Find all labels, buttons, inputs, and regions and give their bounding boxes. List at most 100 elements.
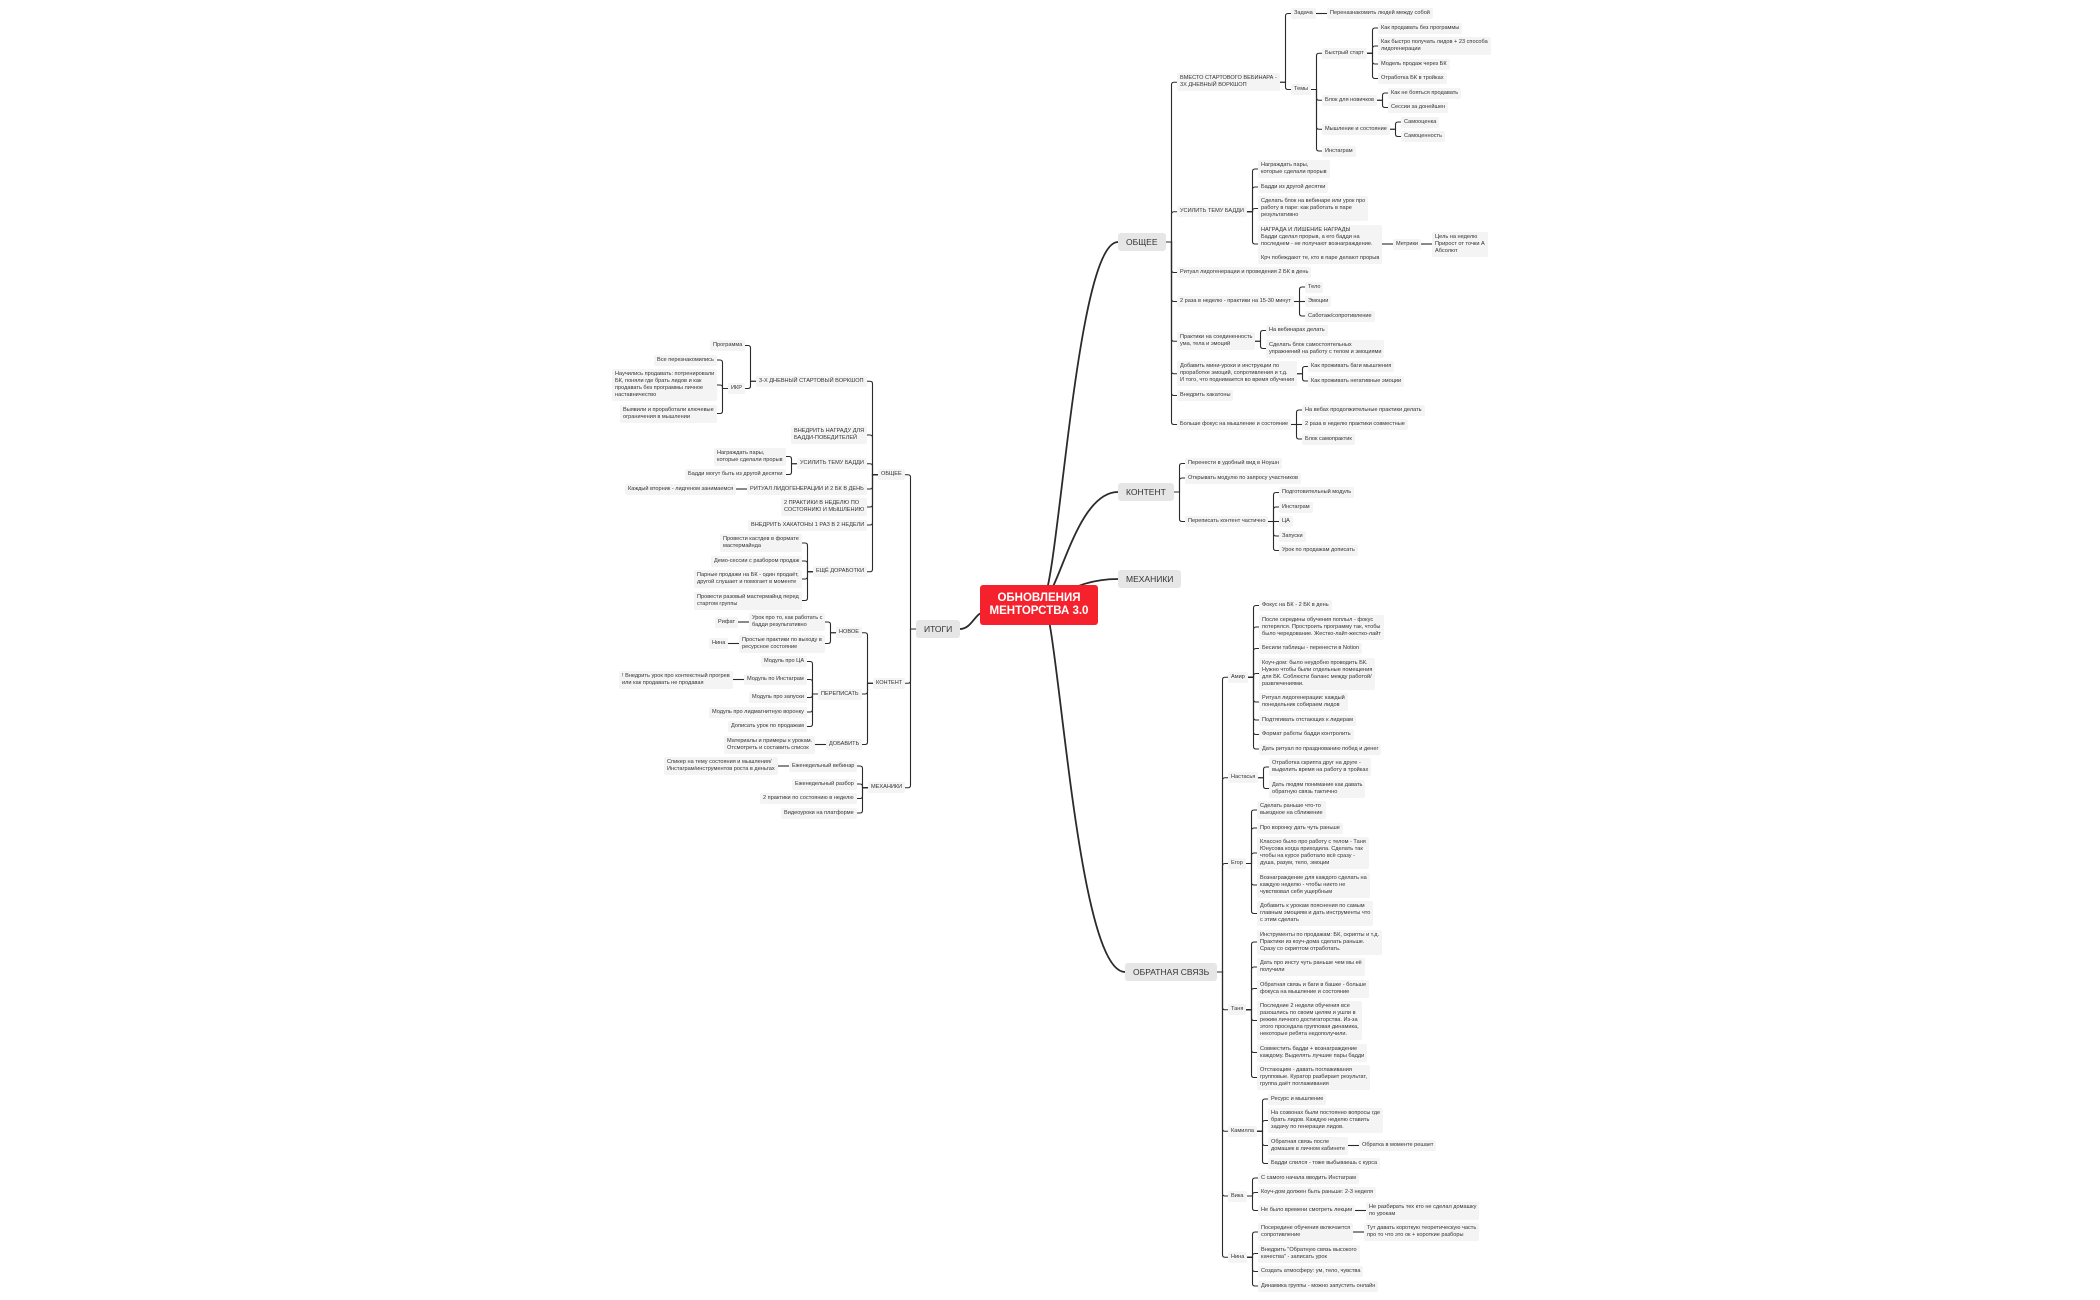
topic-награждать-пары[interactable]: Награждать пары, которые сделали прорыв <box>1258 160 1330 178</box>
topic-нина[interactable]: Нина <box>1228 1251 1248 1263</box>
topic-практики-на-соединенность[interactable]: Практики на соединенность ума, тела и эм… <box>1177 332 1256 351</box>
topic-открывать-модулю-по-запросу-уч[interactable]: Открывать модулю по запросу участников <box>1185 472 1301 484</box>
topic-научились-продавать-потрениров[interactable]: Научились продавать: потренировали БК, п… <box>612 369 718 401</box>
topic-добавить[interactable]: ДОБАВИТЬ <box>826 739 863 750</box>
topic-контент[interactable]: КОНТЕНТ <box>873 677 906 689</box>
topic-бадди-слился-тоже-выбываешь-с-[interactable]: Бадди слился - тоже выбываешь с курса <box>1268 1158 1381 1169</box>
topic-вика[interactable]: Вика <box>1228 1190 1247 1202</box>
branch-обратная-связь[interactable]: ОБРАТНАЯ СВЯЗЬ <box>1125 963 1218 981</box>
topic-камилла[interactable]: Камилла <box>1228 1125 1257 1137</box>
topic-добавить-мини-уроки-и-инструкц[interactable]: Добавить мини-уроки и инструкции по прор… <box>1177 361 1298 387</box>
topic-обратная-связь-и-баги-в-башке-[interactable]: Обратная связь и баги в башке - больше ф… <box>1257 979 1370 998</box>
topic-сделать-блок-на-вебинаре-или-у[interactable]: Сделать блок на вебинаре или урок про ра… <box>1258 196 1369 221</box>
topic-как-быстро-получать-лидов-23-с[interactable]: Как быстро получать лидов + 23 способа л… <box>1378 37 1491 55</box>
topic-подготовительный-модуль[interactable]: Подготовительный модуль <box>1279 487 1355 498</box>
topic-таня[interactable]: Таня <box>1228 1004 1247 1016</box>
topic-отстающим-давать-поглаживания[interactable]: Отстающим - давать поглаживания групповы… <box>1257 1065 1370 1090</box>
branch-итоги[interactable]: ИТОГИ <box>916 620 961 638</box>
topic-2-практики-по-состоянию-в-неде[interactable]: 2 практики по состоянию в неделю <box>760 793 857 804</box>
topic-больше-фокус-на-мышление-и-сос[interactable]: Больше фокус на мышление и состояние <box>1177 419 1292 430</box>
topic-дать-людям-понимание-как-дават[interactable]: Дать людям понимание как давать обратную… <box>1269 779 1366 798</box>
topic-тут-давать-короткую-теоретичес[interactable]: Тут давать короткую теоретическую часть … <box>1364 1223 1480 1241</box>
topic-дать-про-инсту-чуть-раньше-чем[interactable]: Дать про инсту чуть раньше чем мы её пол… <box>1257 958 1365 976</box>
topic-создать-атмосферу-ум-тело-чувс[interactable]: Создать атмосферу: ум, тело, чувства <box>1258 1266 1364 1277</box>
topic-метрики[interactable]: Метрики <box>1393 238 1422 250</box>
topic-внедрить-урок-про-контекстный-[interactable]: ! Внедрить урок про контекстный прогрев … <box>619 670 733 689</box>
topic-программа[interactable]: Программа <box>710 340 746 351</box>
topic-внедрить-награду-для[interactable]: ВНЕДРИТЬ НАГРАДУ ДЛЯ БАДДИ-ПОБЕДИТЕЛЕЙ <box>791 426 868 444</box>
topic-модель-продаж-через-бк[interactable]: Модель продаж через БК <box>1378 58 1450 70</box>
topic-награда-и-лишение-награды[interactable]: НАГРАДА И ЛИШЕНИЕ НАГРАДЫ Бадди сделал п… <box>1258 224 1383 264</box>
topic-парные-продажи-на-бк-один-прод[interactable]: Парные продажи на БК - один продаёт, дру… <box>694 570 802 588</box>
topic-добавить-к-урокам-пояснения-по[interactable]: Добавить к урокам пояснения по самым гла… <box>1257 901 1374 926</box>
topic-материалы-и-примеры-к-урокам[interactable]: Материалы и примеры к урокам. Отсмотреть… <box>724 735 816 754</box>
topic-внедрить-обратную-связь-высоко[interactable]: Внедрить "Обратную связь высокого качест… <box>1258 1244 1360 1263</box>
topic-сессии-за-донейшен[interactable]: Сессии за донейшен <box>1388 102 1449 113</box>
topic-ещё-доработки[interactable]: ЕЩЁ ДОРАБОТКИ <box>813 566 868 578</box>
topic-динамика-группы-можно-запустит[interactable]: Динамика группы - можно запустить онлайн <box>1258 1280 1379 1292</box>
topic-ресурс-и-мышление[interactable]: Ресурс и мышление <box>1268 1093 1327 1105</box>
topic-как-не-бояться-продавать[interactable]: Как не бояться продавать <box>1388 87 1462 99</box>
topic-усилить-тему-бадди[interactable]: УСИЛИТЬ ТЕМУ БАДДИ <box>797 458 867 470</box>
topic-награждать-пары[interactable]: Награждать пары, которые сделали прорыв <box>714 447 786 466</box>
topic-настасья[interactable]: Настасья <box>1228 772 1259 784</box>
topic-ритуал-лидогенерации-и-2-бк-в-[interactable]: РИТУАЛ ЛИДОГЕНЕРАЦИИ И 2 БК В ДЕНЬ <box>747 483 867 495</box>
topic-икр[interactable]: ИКР <box>728 383 746 394</box>
topic-видеоуроки-на-платформе[interactable]: Видеоуроки на платформе <box>781 807 857 819</box>
topic-спикер-на-тему-состояния-и-мыш[interactable]: Спикер на тему состояния и мышления/ Инс… <box>664 757 778 775</box>
topic-ца[interactable]: ЦА <box>1279 516 1293 527</box>
topic-последние-2-недели-обучения-вс[interactable]: Последние 2 недели обучения все разошлис… <box>1257 1001 1362 1040</box>
topic-быстрый-старт[interactable]: Быстрый старт <box>1322 47 1367 59</box>
topic-темы[interactable]: Темы <box>1291 84 1312 95</box>
topic-отработка-скрипта-друг-на-друг[interactable]: Отработка скрипта друг на друге - выдели… <box>1269 758 1372 776</box>
topic-не-было-времени-смотреть-лекци[interactable]: Не было времени смотреть лекции <box>1258 1205 1356 1216</box>
topic-2-раза-в-неделю-практики-совме[interactable]: 2 раза в неделю практики совместные <box>1302 419 1408 430</box>
topic-посередине-обучения-включается[interactable]: Посередине обучения включается сопротивл… <box>1258 1223 1354 1241</box>
topic-фокус-на-бк-2-бк-в-день[interactable]: Фокус на БК - 2 БК в день <box>1259 600 1332 611</box>
topic-перенести-в-удобный-вид-в-ноуш[interactable]: Перенести в удобный вид в Ноушн <box>1185 458 1282 469</box>
topic-ритуал-лидогенерации-каждый[interactable]: Ритуал лидогенерации: каждый понедельник… <box>1259 693 1348 711</box>
topic-бадди-из-другой-десятки[interactable]: Бадди из другой десятки <box>1258 181 1329 193</box>
topic-на-вебинарах-делать[interactable]: На вебинарах делать <box>1266 325 1328 336</box>
topic-еженедельный-вебинар[interactable]: Еженедельный вебинар <box>789 760 858 772</box>
topic-дать-ритуал-по-празднованию-по[interactable]: Дать ритуал по празднованию побед и дене… <box>1259 743 1382 755</box>
branch-механики[interactable]: МЕХАНИКИ <box>1118 570 1182 588</box>
branch-общее[interactable]: ОБЩЕЕ <box>1118 233 1166 251</box>
topic-обратка-в-моменте-решает[interactable]: Обратка в моменте решает <box>1359 1140 1437 1151</box>
topic-отработка-бк-в-тройках[interactable]: Отработка БК в тройках <box>1378 73 1447 84</box>
topic-подтягивать-отстающих-к-лидера[interactable]: Подтягивать отстающих к лидерам <box>1259 714 1356 726</box>
topic-нина[interactable]: Нина <box>709 638 729 649</box>
topic-урок-про-то-как-работать-с[interactable]: Урок про то, как работать с бадди резуль… <box>749 613 826 631</box>
topic-вместо-стартового-вебинара[interactable]: ВМЕСТО СТАРТОВОГО ВЕБИНАРА - 3Х ДНЕВНЫЙ … <box>1177 73 1280 92</box>
topic-инстаграм[interactable]: Инстаграм <box>1279 501 1313 513</box>
topic-задача[interactable]: Задача <box>1291 8 1316 19</box>
topic-модуль-по-инстаграм[interactable]: Модуль по Инстаграм <box>744 674 807 685</box>
topic-обратная-связь-после[interactable]: Обратная связь после домашек в личном ка… <box>1268 1136 1348 1155</box>
topic-на-вебах-продолжительные-практ[interactable]: На вебах продолжительные практики делать <box>1302 404 1425 416</box>
topic-ритуал-лидогенерации-и-проведе[interactable]: Ритуал лидогенерации и проведения 2 БК в… <box>1177 267 1312 278</box>
topic-коуч-дом-было-неудобно-проводи[interactable]: Коуч-дом: было неудобно проводить БК. Ну… <box>1259 657 1376 690</box>
topic-механики[interactable]: МЕХАНИКИ <box>868 782 906 794</box>
topic-все-перезнакомились[interactable]: Все перезнакомились <box>654 354 717 366</box>
topic-переназнакомить-людей-между-со[interactable]: Переназнакомить людей между собой <box>1327 8 1433 19</box>
topic-демо-сессии-с-разбором-продаж[interactable]: Демо-сессии с разбором продаж <box>711 555 803 567</box>
topic-вознаграждение-для-каждого-сде[interactable]: Вознаграждение для каждого сделать на ка… <box>1257 872 1370 898</box>
topic-амир[interactable]: Амир <box>1228 671 1248 683</box>
topic-саботаж-сопротивление[interactable]: Саботаж/сопротивление <box>1305 310 1375 322</box>
topic-не-разбирать-тех-кто-не-сделал[interactable]: Не разбирать тех кто не сделал домашку п… <box>1366 1201 1480 1220</box>
topic-2-раза-в-неделю-практики-на-15[interactable]: 2 раза в неделю - практики на 15-30 мину… <box>1177 296 1294 307</box>
topic-провести-кастдев-в-формате[interactable]: Провести кастдев в формате мастермайнда <box>720 534 802 552</box>
topic-общее[interactable]: ОБЩЕЕ <box>878 469 905 481</box>
topic-переписать[interactable]: ПЕРЕПИСАТЬ <box>818 688 862 700</box>
topic-бадди-могут-быть-из-другой-дес[interactable]: Бадди могут быть из другой десятки <box>685 469 786 480</box>
topic-запуски[interactable]: Запуски <box>1279 530 1306 542</box>
topic-самоценность[interactable]: Самоценность <box>1401 131 1445 142</box>
topic-цель-на-неделю[interactable]: Цель на неделю Прирост от точки А Абсолю… <box>1432 231 1488 257</box>
topic-переписать-контент-частично[interactable]: Переписать контент частично <box>1185 516 1269 527</box>
topic-сделать-раньше-что-то[interactable]: Сделать раньше что-то выездное на сближе… <box>1257 801 1326 819</box>
topic-совместить-бадди-вознаграждени[interactable]: Совместить бадди + вознаграждение каждом… <box>1257 1043 1368 1062</box>
topic-на-созвонах-были-постоянно-воп[interactable]: На созвонах были постоянно вопросы где б… <box>1268 1108 1384 1133</box>
topic-каждый-вторник-лидгеном-занима[interactable]: Каждый вторник - лидгеном занимаемся <box>625 483 737 495</box>
topic-модуль-про-запуски[interactable]: Модуль про запуски <box>749 692 807 703</box>
topic-тело[interactable]: Тело <box>1305 281 1324 293</box>
